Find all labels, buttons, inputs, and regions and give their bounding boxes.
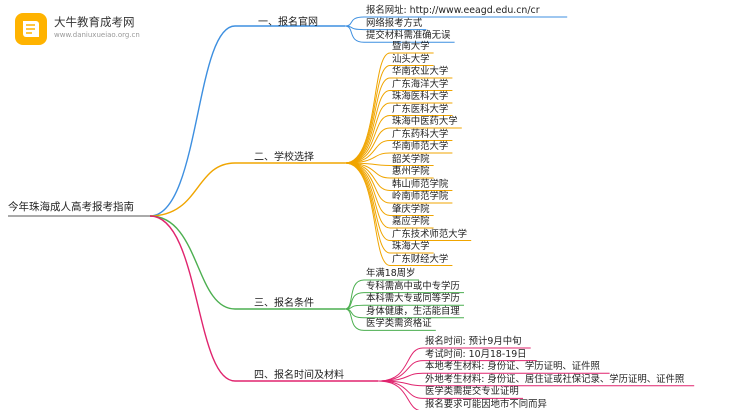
branch-connector [149, 25, 236, 217]
leaf-item: 提交材料需准确无误 [366, 30, 451, 42]
leaf-item: 珠海医科大学 [392, 91, 449, 102]
leaf-connector [377, 380, 421, 410]
leaf-connector [344, 115, 453, 164]
leaf-connector [344, 65, 434, 164]
leaf-item: 珠海中医药大学 [392, 116, 458, 127]
leaf-connector [344, 90, 453, 164]
leaf-item: 网络报考方式 [366, 17, 423, 29]
branch-official-site: 一、报名官网 [258, 17, 318, 28]
leaf-connector [344, 127, 462, 164]
logo-title: 大牛教育成考网 [54, 15, 135, 29]
leaf-item: 医学类需提交专业证明 [425, 386, 519, 398]
leaf-item: 身体健康，生活能自理 [366, 305, 460, 317]
leaf-item: 广东技术师范大学 [392, 228, 468, 240]
leaf-item: 广东药科大学 [392, 128, 449, 140]
leaf-item: 韩山师范学院 [392, 178, 449, 190]
leaf-item: 韶关学院 [392, 153, 430, 165]
leaf-connector [377, 347, 531, 382]
leaf-item: 华南师范大学 [392, 141, 449, 152]
leaf-connector [344, 52, 434, 164]
leaf-item: 本地考生材料: 身份证、学历证明、证件照 [425, 361, 600, 373]
leaf-item: 考试时间: 10月18-19日 [425, 348, 527, 360]
leaf-connector [344, 25, 455, 43]
leaf-item: 专科需高中或中专学历 [366, 280, 460, 292]
leaf-item: 肇庆学院 [392, 203, 430, 215]
leaf-item: 报名网址: http://www.eeagd.edu.cn/cr [366, 5, 540, 16]
leaf-connector [344, 162, 453, 266]
branch-connector [149, 215, 236, 382]
leaf-item: 本科需大专或同等学历 [366, 293, 460, 305]
leaf-item: 年满18周岁 [366, 268, 416, 279]
leaf-connector [344, 279, 419, 310]
branch-requirements: 三、报名条件 [254, 298, 314, 309]
leaf-item: 外地考生材料: 身份证、居住证或社保记录、学历证明、证件照 [425, 373, 685, 385]
leaf-item: 广东财经大学 [392, 253, 449, 265]
book-logo-icon [15, 13, 47, 45]
branch-school-choice: 二、学校选择 [254, 152, 314, 163]
leaf-item: 广东医科大学 [392, 103, 449, 115]
leaf-item: 嘉应学院 [392, 216, 430, 227]
leaf-item: 惠州学院 [392, 166, 430, 177]
root-topic: 今年珠海成人高考报考指南 [8, 201, 134, 213]
leaf-item: 暨南大学 [392, 41, 430, 52]
leaf-item: 珠海大学 [392, 241, 430, 252]
leaf-item: 报名要求可能因地市不同而异 [425, 399, 547, 410]
leaf-connector [344, 102, 453, 164]
logo-url: www.daniuxueiao.org.cn [54, 31, 140, 39]
leaf-item: 岭南师范学院 [392, 191, 449, 202]
leaf-item: 广东海洋大学 [392, 78, 449, 90]
branch-connector [149, 162, 236, 217]
leaf-connector [344, 308, 436, 331]
branch-time-materials: 四、报名时间及材料 [254, 370, 344, 381]
leaf-item: 医学类需资格证 [366, 318, 432, 330]
leaf-item: 报名时间: 预计9月中旬 [425, 336, 522, 347]
leaf-connector [344, 77, 453, 164]
leaf-item: 汕头大学 [392, 53, 430, 65]
branch-connector [149, 215, 236, 310]
site-logo[interactable]: 大牛教育成考网 www.daniuxueiao.org.cn [14, 12, 194, 48]
leaf-item: 华南农业大学 [392, 66, 449, 77]
